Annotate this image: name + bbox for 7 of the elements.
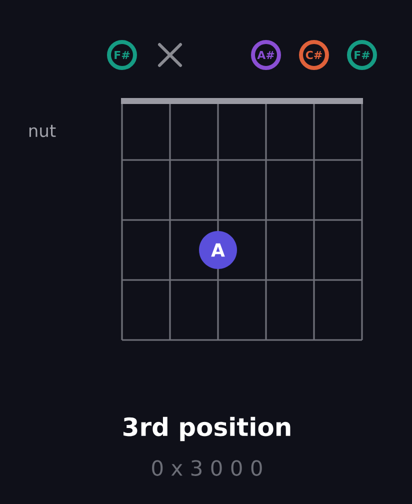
note-ring: F# [347,40,377,70]
title: 3rd position [124,416,290,442]
note-ring: C# [299,40,329,70]
fingering-text: 0 x 3 0 0 0 [152,460,262,476]
nut-label: nut [29,124,56,138]
note-ring: A# [251,40,281,70]
note-ring: F# [107,40,137,70]
